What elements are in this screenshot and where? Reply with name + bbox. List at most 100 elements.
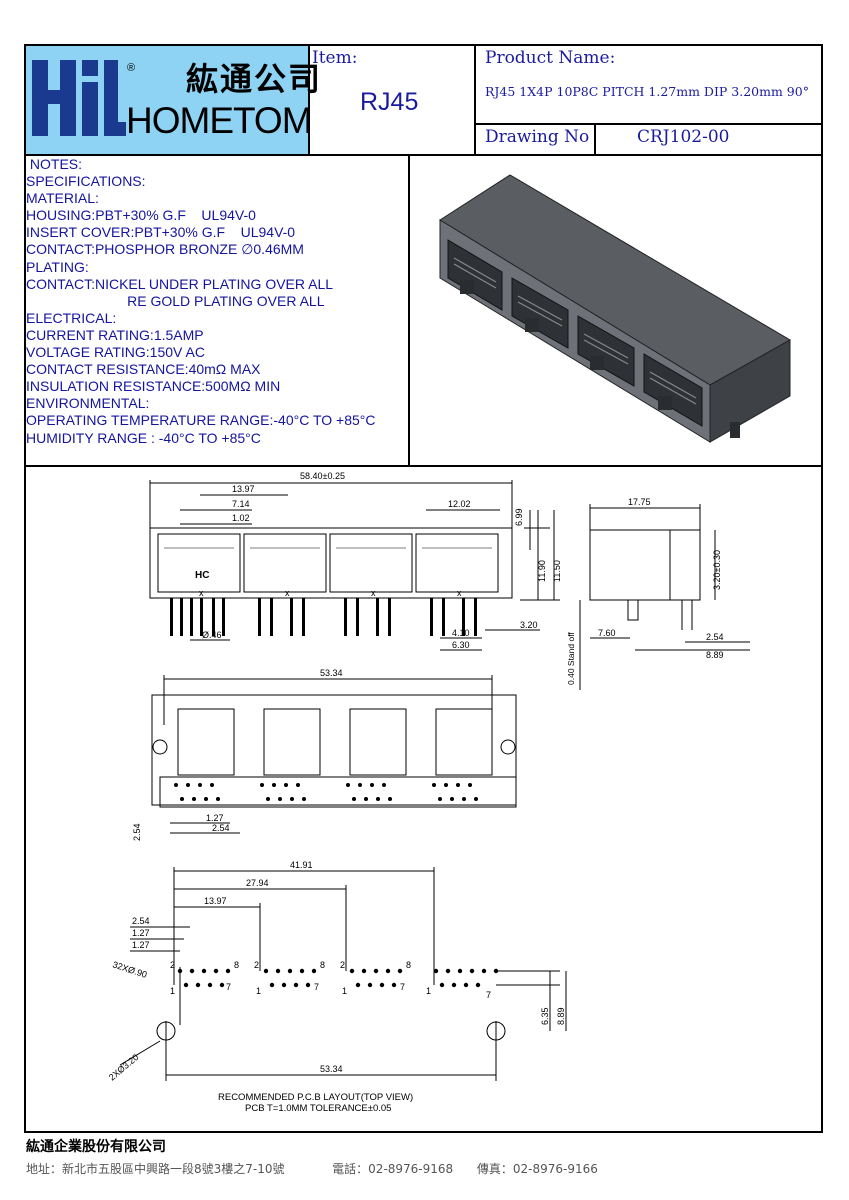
bottom-dim-1-27: 1.27 (206, 813, 224, 823)
pcb-dim-2-54: 2.54 (132, 916, 150, 926)
bottom-dim-53-34: 53.34 (320, 668, 343, 678)
front-dim-12-02: 12.02 (448, 499, 471, 509)
front-port-mark: x (371, 588, 376, 598)
front-view-drawing: 58.40±0.25 13.97 7.14 1.02 12.02 6.99 11… (149, 471, 560, 651)
brand-english-name: HOMETOM (126, 100, 313, 141)
note-line: CURRENT RATING:1.5AMP (26, 326, 204, 343)
front-dim-1-02: 1.02 (232, 513, 250, 523)
front-dim-6-30: 6.30 (452, 640, 470, 650)
drawing-no-value: CRJ102-00 (637, 127, 730, 147)
pcb-pin-8: 8 (234, 960, 239, 970)
pcb-pin-8: 8 (320, 960, 325, 970)
product-name-value: RJ45 1X4P 10P8C PITCH 1.27mm DIP 3.20mm … (485, 84, 809, 99)
pcb-dim-8-89: 8.89 (556, 1007, 566, 1025)
front-logo-mark: HC (195, 570, 209, 581)
side-standoff: 0.40 Stand off (566, 632, 576, 685)
item-value: RJ45 (360, 88, 419, 116)
pcb-pin-7: 7 (400, 982, 405, 992)
pcb-dim-1-27a: 1.27 (132, 928, 150, 938)
pcb-pin-2: 2 (170, 960, 175, 970)
note-line: HUMIDITY RANGE : -40°C TO +85°C (26, 429, 261, 446)
pcb-pin-1: 1 (256, 986, 261, 996)
specifications-notes: NOTES:SPECIFICATIONS:MATERIAL:HOUSING:PB… (26, 156, 375, 447)
pcb-dim-41-91: 41.91 (290, 860, 313, 870)
divider (474, 123, 823, 125)
note-line: MATERIAL: (26, 190, 99, 207)
pcb-layout-drawing: 41.91 27.94 13.97 2.54 1.27 1.27 32XØ.90… (107, 860, 567, 1114)
brand-chinese-name: 紘通公司 (186, 60, 323, 98)
note-line: VOLTAGE RATING:150V AC (26, 344, 205, 361)
bottom-view-drawing: 53.34 2.54 1.27 2.54 (132, 668, 517, 841)
front-port-mark: x (285, 588, 290, 598)
footer-phone: 電話：02-8976-9168 (332, 1162, 454, 1176)
divider (474, 44, 476, 156)
front-dim-11-90: 11.90 (537, 560, 547, 582)
pcb-pin-2: 2 (254, 960, 259, 970)
pcb-pin-7: 7 (486, 990, 491, 1000)
divider (594, 124, 596, 156)
front-dim-total: 58.40±0.25 (300, 471, 345, 481)
front-dim-pin: Ø.46 (202, 630, 222, 640)
front-dim-4-10: 4.10 (452, 628, 470, 638)
brand-logo-icon (32, 60, 126, 136)
product-name-label: Product Name: (485, 48, 616, 68)
pcb-pin-2: 2 (340, 960, 345, 970)
footer-fax: 傳真：02-8976-9166 (476, 1162, 598, 1176)
pcb-pin-7: 7 (226, 982, 231, 992)
side-dim-3-20: 3.20±0.30 (712, 550, 722, 590)
pcb-pin-8: 8 (406, 960, 411, 970)
note-line: CONTACT:PHOSPHOR BRONZE ∅0.46MM (26, 241, 304, 258)
side-dim-7-60: 7.60 (598, 628, 616, 638)
note-line: CONTACT RESISTANCE:40mΩ MAX (26, 361, 261, 378)
footer-contact: 地址：新北市五股區中興路一段8號3樓之7-10號 電話：02-8976-9168… (26, 1160, 598, 1177)
front-dim-7-14: 7.14 (232, 499, 250, 509)
note-line: NOTES: (26, 156, 83, 172)
divider (24, 154, 823, 156)
connector-3d-view (439, 174, 792, 443)
front-dim-11-50: 11.50 (552, 560, 560, 582)
note-line: OPERATING TEMPERATURE RANGE:-40°C TO +85… (26, 412, 376, 429)
pcb-pin-1: 1 (170, 986, 175, 996)
pcb-caption: RECOMMENDED P.C.B LAYOUT(TOP VIEW) (218, 1092, 413, 1103)
pcb-dim-53-34: 53.34 (320, 1064, 343, 1074)
side-dim-17-75: 17.75 (628, 497, 651, 507)
pcb-dim-27-94: 27.94 (246, 878, 269, 888)
note-line: INSULATION RESISTANCE:500MΩ MIN (26, 378, 281, 395)
bottom-dim-2-54: 2.54 (132, 823, 142, 841)
footer-company: 紘通企業股份有限公司 (26, 1139, 166, 1155)
pcb-pin-7: 7 (314, 982, 319, 992)
note-line: RE GOLD PLATING OVER ALL (26, 292, 325, 309)
note-line: ENVIRONMENTAL: (26, 395, 150, 412)
note-line: ELECTRICAL: (26, 309, 117, 326)
front-dim-3-20: 3.20 (520, 620, 538, 630)
front-dim-13-97: 13.97 (232, 484, 255, 494)
note-line: INSERT COVER:PBT+30% G.F UL94V-0 (26, 224, 296, 241)
item-label: Item: (312, 48, 358, 68)
front-port-mark: x (199, 588, 204, 598)
pcb-mount-holes: 2XØ3.20 (107, 1052, 141, 1082)
drawing-no-label: Drawing No (485, 127, 590, 147)
footer-address: 地址：新北市五股區中興路一段8號3樓之7-10號 (26, 1162, 285, 1176)
bottom-dim-2-54b: 2.54 (212, 823, 230, 833)
pcb-dim-6-35: 6.35 (540, 1007, 550, 1025)
note-line: PLATING: (26, 258, 89, 275)
note-line: CONTACT:NICKEL UNDER PLATING OVER ALL (26, 275, 334, 292)
note-line: SPECIFICATIONS: (26, 173, 146, 190)
pcb-holes: 32XØ.90 (111, 959, 148, 979)
front-dim-6-99: 6.99 (514, 508, 524, 526)
side-dim-8-89: 8.89 (706, 650, 724, 660)
drawing-frame (24, 44, 823, 1133)
front-port-mark: x (457, 588, 462, 598)
divider (24, 465, 823, 467)
pcb-pin-1: 1 (342, 986, 347, 996)
side-view-drawing: 17.75 3.20±0.30 7.60 2.54 8.89 0.40 Stan… (566, 497, 750, 690)
pcb-dim-13-97: 13.97 (204, 896, 227, 906)
registered-mark: ® (127, 62, 136, 74)
pcb-pin-1: 1 (426, 986, 431, 996)
divider (408, 154, 410, 466)
divider (308, 44, 310, 156)
side-dim-2-54: 2.54 (706, 632, 724, 642)
note-line: HOUSING:PBT+30% G.F UL94V-0 (26, 207, 256, 224)
pcb-caption-tolerance: PCB T=1.0MM TOLERANCE±0.05 (245, 1103, 391, 1114)
pcb-dim-1-27b: 1.27 (132, 940, 150, 950)
